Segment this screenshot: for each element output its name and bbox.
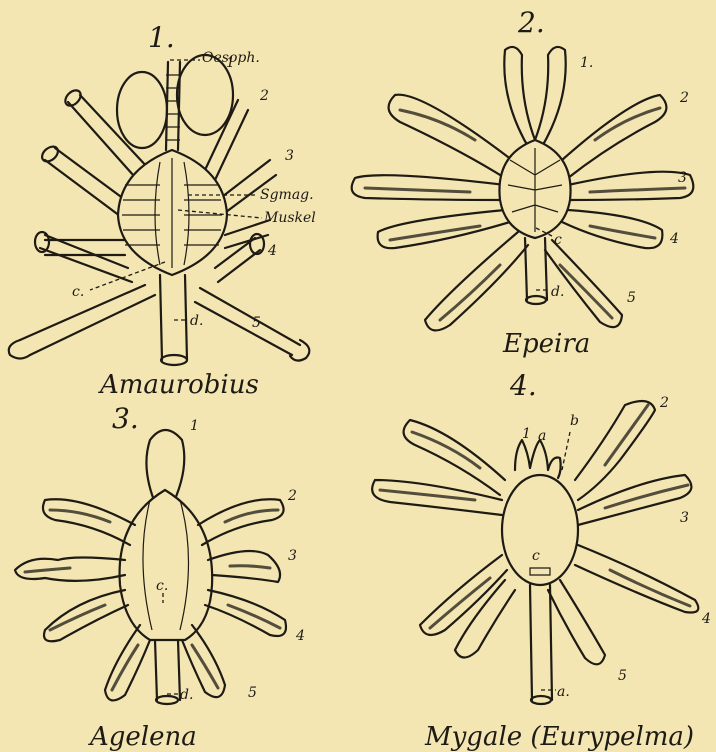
sucking-stomach: [120, 490, 213, 640]
leg-number: 1: [226, 55, 235, 71]
leg-number: 4: [267, 243, 277, 259]
leg-number: 2: [259, 88, 269, 104]
figure-4-number: 4.: [509, 369, 537, 402]
leg-number: 3: [678, 170, 687, 186]
leg-number: 4: [295, 628, 305, 644]
leg-5-right: [548, 580, 605, 664]
leg-3-left: [372, 480, 502, 515]
leg-number: 4: [701, 611, 711, 627]
figure-3-number: 3.: [112, 402, 139, 435]
leg-number: 5: [248, 685, 257, 701]
leg-number: 1: [190, 418, 199, 434]
label-a-bottom: a.: [557, 684, 570, 700]
gut-tube: [155, 640, 180, 700]
leg-1-lobe: [504, 47, 565, 150]
figure-4-name: Mygale (Eurypelma): [424, 722, 694, 752]
label-d: d.: [180, 687, 193, 703]
label-d: d.: [551, 284, 564, 300]
gut-tube: [525, 238, 547, 300]
leg-4-left: [378, 210, 510, 248]
leg-number: 1.: [580, 55, 593, 71]
leg-number: 3: [288, 548, 297, 564]
leg-1-right: [205, 100, 248, 180]
label-a-top: a: [538, 428, 546, 444]
label-one: 1: [522, 426, 531, 442]
figure-1-amaurobius: 1. Oesoph. Sgmag.: [9, 21, 316, 400]
lobe-left: [117, 72, 167, 148]
label-c: c: [532, 548, 540, 564]
gut-tube: [530, 585, 552, 700]
lobe-right: [177, 55, 233, 135]
crown-lobes: [515, 440, 561, 478]
label-c: c.: [72, 284, 84, 300]
leg-5-left: [425, 232, 528, 330]
leg-number: 3: [285, 148, 294, 164]
leg-3-right: [568, 172, 693, 200]
figure-2-epeira: 2. c d. 1. 2 3 4 5 Epeira: [352, 6, 694, 359]
leg-number: 5: [618, 668, 627, 684]
figure-2-number: 2.: [517, 6, 545, 39]
leg-number: 2: [287, 488, 297, 504]
figure-1-name: Amaurobius: [98, 370, 259, 400]
leg-number: 5: [627, 290, 636, 306]
leg-2-left: [389, 95, 512, 178]
label-d: d.: [190, 313, 203, 329]
figure-3-agelena: 3. c. d. 1 2 3 4 5 Agelena: [15, 402, 305, 752]
leg-number: 4: [669, 231, 679, 247]
leg-4-left: [44, 590, 128, 641]
label-c: c: [554, 232, 562, 248]
leg-number: 3: [680, 510, 689, 526]
leg-3-left: [45, 240, 125, 255]
figure-3-name: Agelena: [88, 722, 197, 752]
leg-number: 5: [252, 315, 261, 331]
label-b: b: [570, 413, 579, 429]
gut-tube: [160, 275, 187, 360]
label-sgmag: Sgmag.: [260, 187, 314, 203]
figure-4-mygale: 4. 1 a b c a. 2 3 4 5 Myg: [372, 369, 711, 752]
leg-5-right: [195, 288, 300, 355]
leg-2-right: [198, 499, 284, 545]
leg-5-left: [20, 285, 155, 355]
leg-number: 2: [679, 90, 689, 106]
figure-2-name: Epeira: [502, 329, 590, 359]
leg-number: 2: [659, 395, 669, 411]
label-c: c.: [156, 578, 168, 594]
figure-1-number: 1.: [148, 21, 175, 54]
label-muskel: Muskel: [263, 210, 316, 226]
leg-2-left: [43, 499, 135, 545]
leg-2-right: [562, 95, 666, 178]
